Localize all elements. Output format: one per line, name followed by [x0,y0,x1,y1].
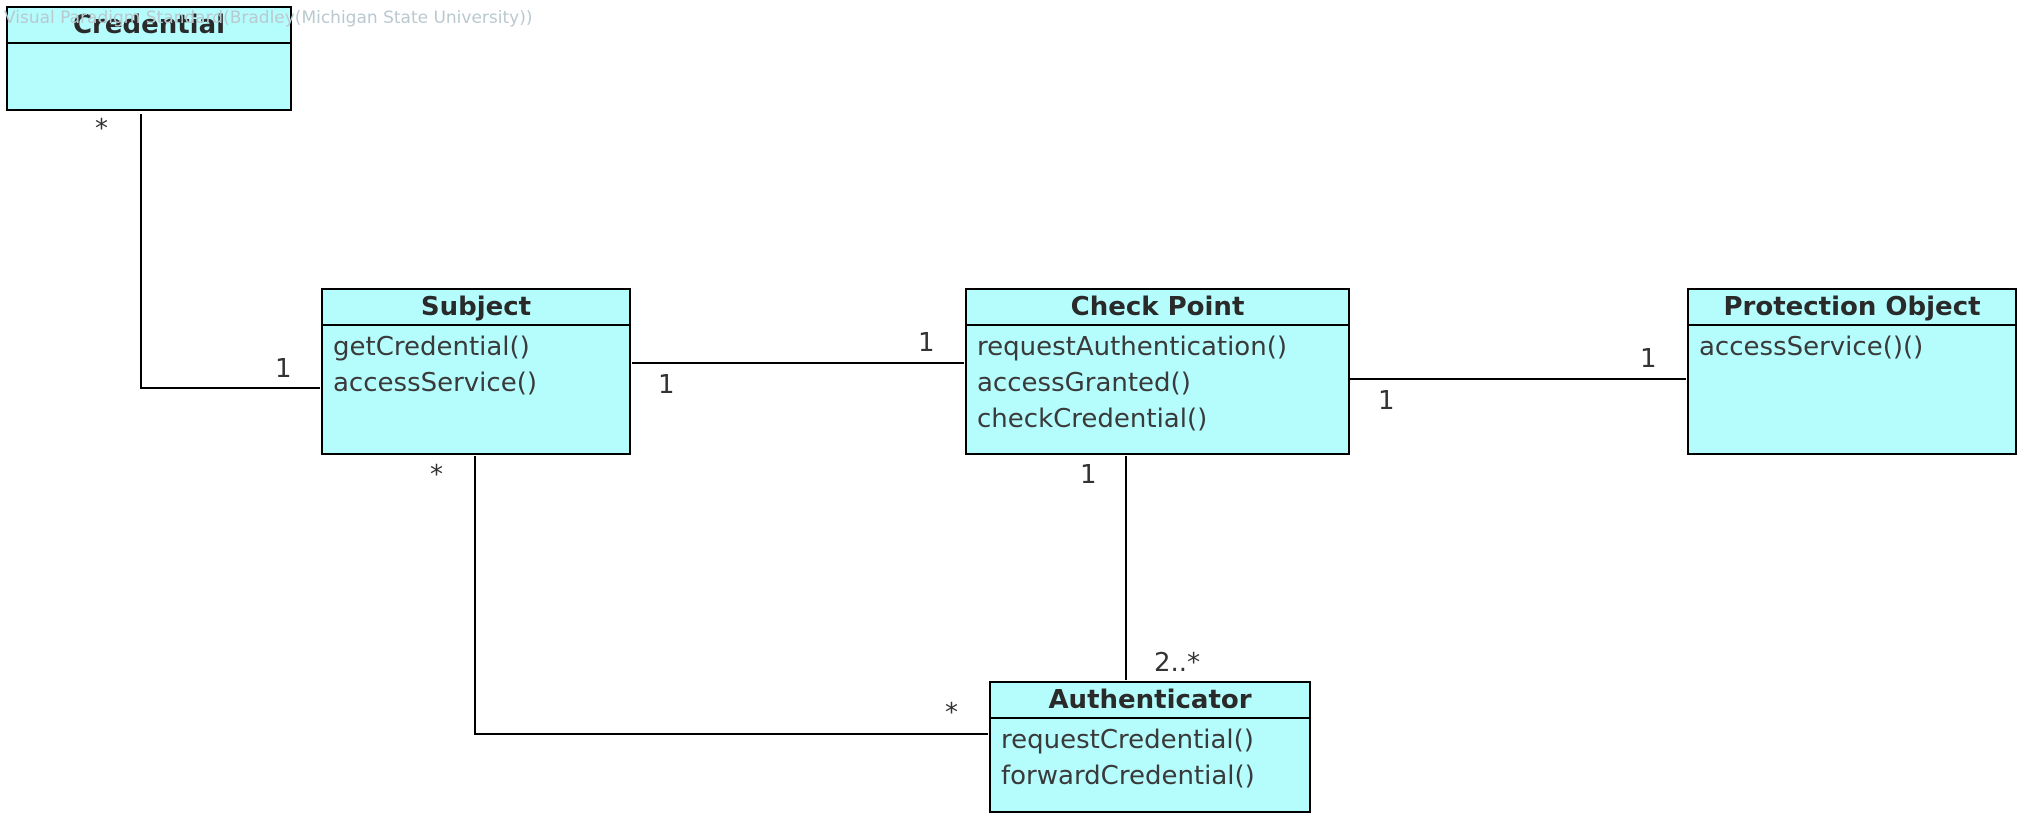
operation: accessService() [333,368,537,398]
multiplicity-credential-end: * [95,114,108,144]
class-name: Protection Object [1689,290,2015,326]
operation: accessService()() [1699,332,1924,362]
association-subject-authenticator [474,456,988,735]
operations-list: accessService()() [1689,326,2015,365]
multiplicity-checkpoint-end-authenticator: 1 [1080,460,1097,490]
operations-list: requestCredential() forwardCredential() [991,719,1309,794]
operations-list: getCredential() accessService() [323,326,629,401]
class-name: Credential [8,8,290,44]
multiplicity-checkpoint-end-protection: 1 [1378,386,1395,416]
class-authenticator[interactable]: Authenticator requestCredential() forwar… [989,681,1311,813]
multiplicity-checkpoint-end-subject: 1 [918,328,935,358]
class-credential[interactable]: Credential [6,6,292,111]
multiplicity-subject-end-authenticator: * [430,460,443,490]
watermark-text: Visual Paradigm Standard(Bradley(Michiga… [4,8,533,28]
multiplicity-authenticator-end-checkpoint: 2..* [1154,648,1201,678]
operation: checkCredential() [977,404,1208,434]
multiplicity-protection-end: 1 [1640,344,1657,374]
class-name: Subject [323,290,629,326]
operation: getCredential() [333,332,530,362]
operation: accessGranted() [977,368,1191,398]
operations-list: requestAuthentication() accessGranted() … [967,326,1348,437]
class-subject[interactable]: Subject getCredential() accessService() [321,288,631,455]
class-name: Check Point [967,290,1348,326]
operation: requestCredential() [1001,725,1254,755]
multiplicity-subject-end-credential: 1 [275,354,292,384]
multiplicity-authenticator-end-subject: * [945,698,958,728]
multiplicity-subject-end-checkpoint: 1 [658,370,675,400]
class-check-point[interactable]: Check Point requestAuthentication() acce… [965,288,1350,455]
class-protection-object[interactable]: Protection Object accessService()() [1687,288,2017,455]
operation: requestAuthentication() [977,332,1287,362]
association-credential-subject [140,114,320,389]
operation: forwardCredential() [1001,761,1255,791]
class-name: Authenticator [991,683,1309,719]
